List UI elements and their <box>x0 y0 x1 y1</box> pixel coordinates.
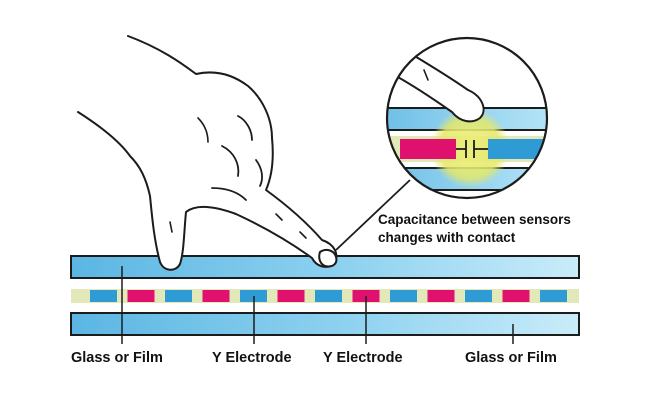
callout-line-1: Capacitance between sensors <box>378 212 571 227</box>
callout-connector-line <box>335 179 411 251</box>
y-electrode-segment-magenta <box>202 290 230 302</box>
contact-glow <box>430 108 510 188</box>
y-electrode-segment-blue <box>315 290 342 302</box>
hand-icon <box>77 35 338 271</box>
label-y-electrode-1: Y Electrode <box>212 350 292 366</box>
zoom-blue-electrode <box>488 139 544 159</box>
callout-line-2: changes with contact <box>378 230 516 245</box>
bottom-glass-layer <box>70 312 580 336</box>
magnifier-circle-icon <box>385 36 549 200</box>
zoom-fingertip <box>395 51 485 123</box>
y-electrode-segment-magenta <box>502 290 530 302</box>
y-electrode-segment-magenta <box>427 290 455 302</box>
y-electrode-segment-magenta <box>277 290 305 302</box>
zoom-magenta-electrode <box>400 139 456 159</box>
y-electrode-segment-blue <box>465 290 492 302</box>
label-glass-or-film-left: Glass or Film <box>71 350 163 366</box>
y-electrode-segment-magenta <box>127 290 155 302</box>
y-electrode-segment-blue <box>540 290 567 302</box>
label-glass-or-film-right: Glass or Film <box>465 350 557 366</box>
label-leader-lines <box>121 266 514 344</box>
y-electrode-segment-blue <box>390 290 417 302</box>
capacitor-symbol-icon <box>456 140 488 158</box>
electrode-strip <box>90 290 567 302</box>
y-electrode-segment-blue <box>90 290 117 302</box>
label-y-electrode-2: Y Electrode <box>323 350 403 366</box>
y-electrode-segment-blue <box>165 290 192 302</box>
